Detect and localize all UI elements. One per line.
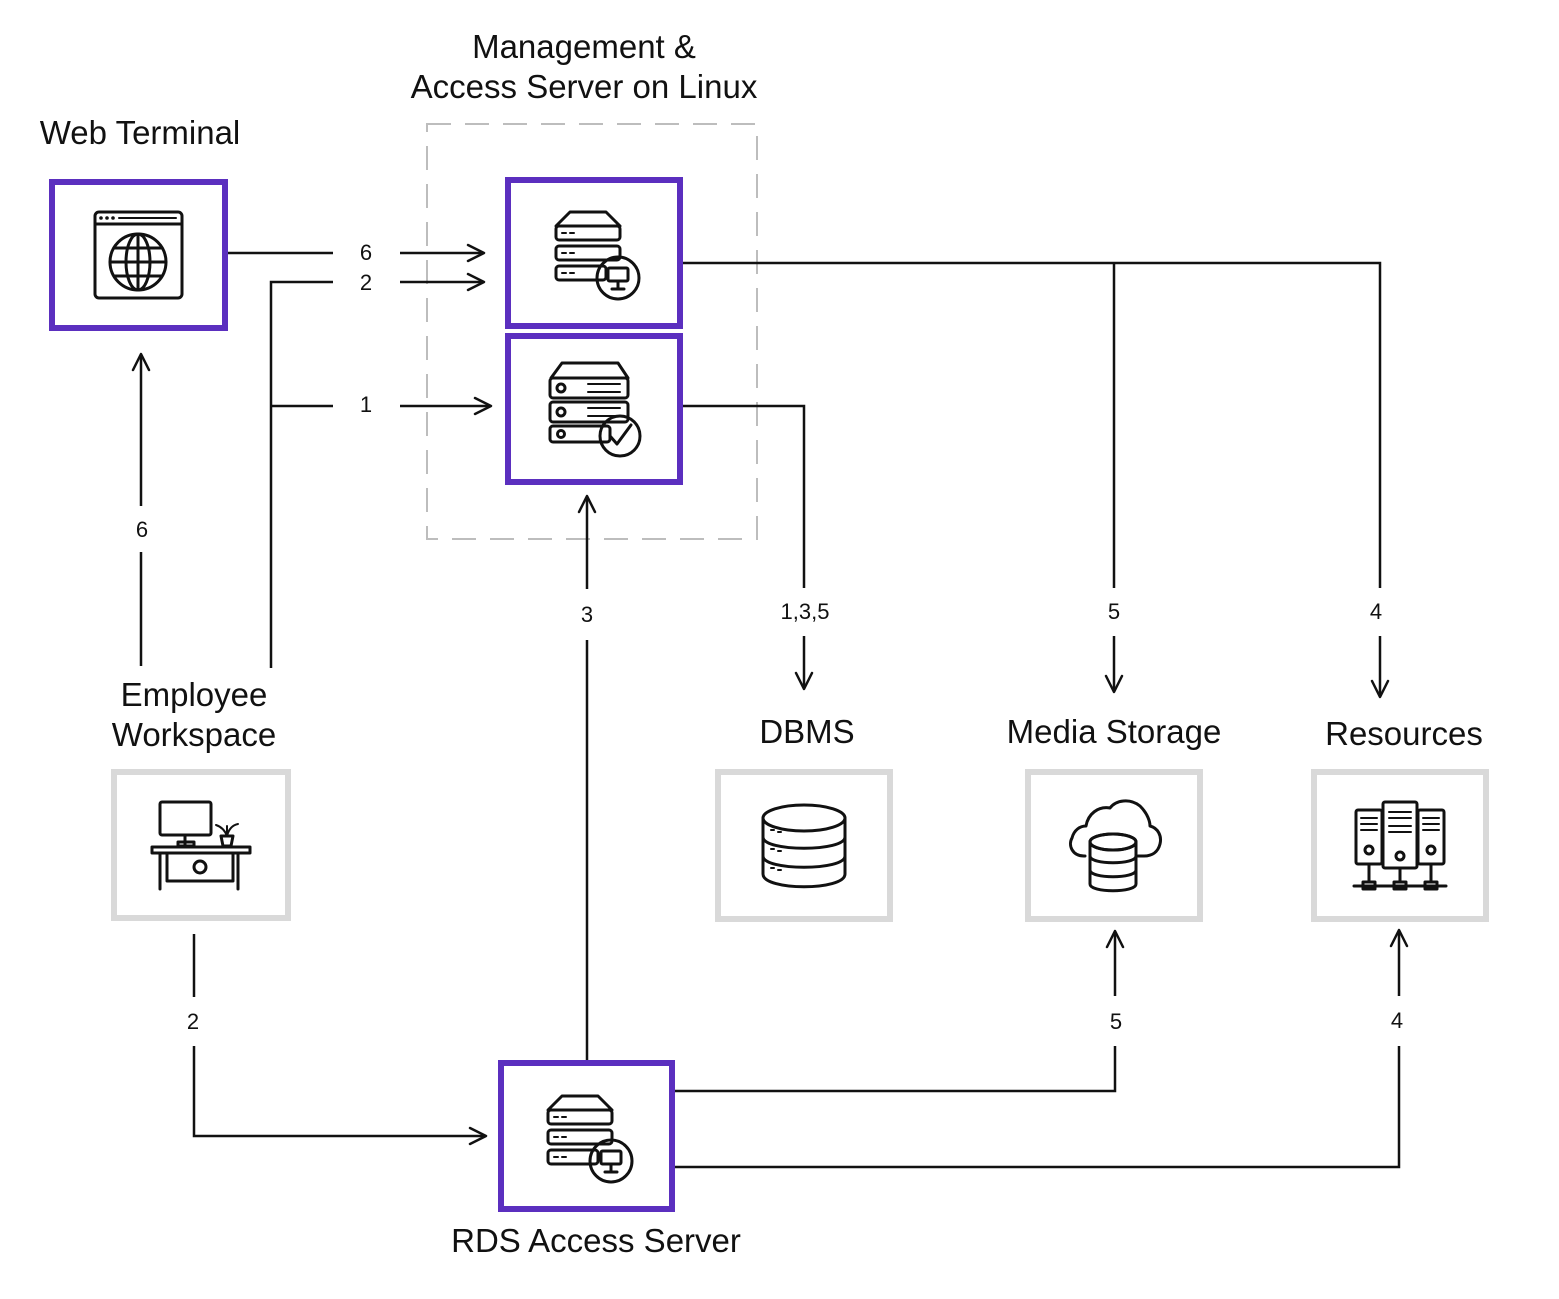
desk-computer-icon (150, 800, 252, 891)
edge-workspace-to-rds-arrow (192, 1046, 488, 1146)
server-check-icon (548, 361, 642, 458)
edge-workspace-to-mgmt-line (269, 280, 333, 668)
edge-workspace-to-access-label: 1 (360, 392, 372, 417)
rds-access-server-node[interactable] (498, 1060, 675, 1212)
edge-workspace-to-rds-label: 2 (187, 1009, 199, 1034)
resources-node[interactable] (1311, 769, 1489, 922)
edge-mgmt-to-media-label: 5 (1108, 599, 1120, 624)
edge-rds-to-media-label: 5 (1110, 1009, 1122, 1034)
edge-rds-to-access-label: 3 (581, 602, 593, 627)
cloud-database-icon (1069, 799, 1162, 893)
edge-rds-to-resources-line (674, 1046, 1401, 1169)
dbms-node[interactable] (715, 769, 893, 922)
employee-workspace-title-line1: Employee (121, 676, 268, 713)
rds-access-server-title: RDS Access Server (451, 1222, 741, 1259)
edge-web-to-mgmt-label: 6 (360, 240, 372, 265)
server-network-icon (1352, 800, 1448, 891)
management-group-title-line2: Access Server on Linux (411, 68, 758, 105)
employee-workspace-title-line2: Workspace (112, 716, 276, 753)
edge-workspace-to-web-label: 6 (136, 517, 148, 542)
access-server-node[interactable] (505, 333, 683, 485)
media-storage-title: Media Storage (1007, 713, 1222, 750)
management-group-box (426, 123, 758, 540)
management-server-node[interactable] (505, 177, 683, 329)
edge-access-to-dbms-label: 1,3,5 (781, 599, 830, 624)
employee-workspace-node[interactable] (111, 769, 291, 921)
edge-rds-to-resources-label: 4 (1391, 1008, 1403, 1033)
web-terminal-title: Web Terminal (40, 114, 241, 151)
edge-access-to-dbms-line (682, 404, 806, 588)
dbms-title: DBMS (759, 713, 854, 750)
management-group-title-line1: Management & (472, 28, 696, 65)
web-terminal-node[interactable] (49, 179, 228, 331)
server-monitor-icon (546, 1094, 634, 1184)
edge-rds-to-media-line (674, 1046, 1117, 1093)
database-icon (761, 803, 847, 889)
media-storage-node[interactable] (1025, 769, 1203, 922)
edge-mgmt-bus-line (682, 261, 1382, 588)
resources-title: Resources (1325, 715, 1483, 752)
server-monitor-icon (554, 210, 641, 301)
browser-globe-icon (93, 210, 184, 300)
edge-mgmt-to-resources-label: 4 (1370, 599, 1382, 624)
edge-workspace-to-mgmt-label: 2 (360, 270, 372, 295)
